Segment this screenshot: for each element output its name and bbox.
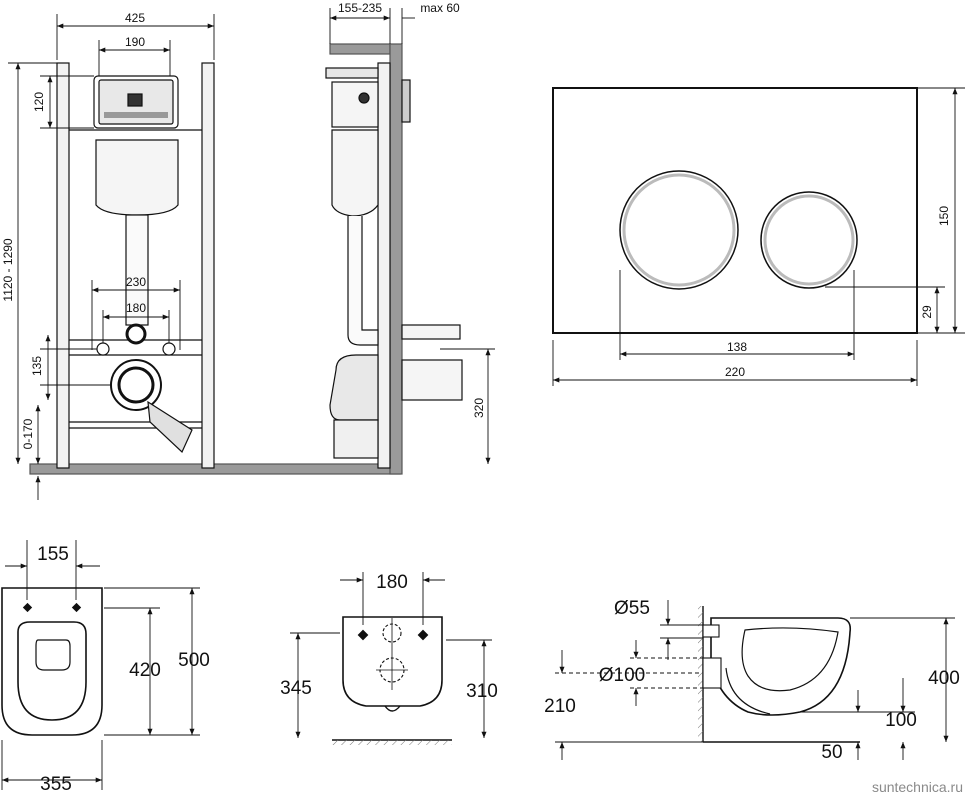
dim-mount-310: 310 [466, 681, 498, 702]
dim-button-offset-29: 29 [920, 305, 934, 319]
side-waste-connector [401, 359, 463, 401]
bowl-side-labels: Ø55 Ø100 210 400 100 50 [544, 598, 960, 763]
flush-button-small [760, 191, 858, 289]
frame-side-labels: 155-235 max 60 320 [338, 1, 486, 418]
bolt-left [96, 342, 110, 356]
frame-front-dimensions [8, 14, 215, 500]
wall [389, 43, 403, 475]
flush-plate-dimensions [552, 87, 965, 386]
dim-bolt-135: 135 [30, 356, 44, 376]
dim-plate-190: 190 [125, 35, 145, 49]
dim-height-1120-1290: 1120 - 1290 [1, 238, 15, 301]
floor [29, 463, 401, 475]
dim-width-425: 425 [125, 11, 145, 25]
dim-height-345: 345 [280, 678, 312, 699]
side-flush-pipe [347, 216, 379, 346]
bowl-back-view [332, 616, 452, 745]
actuator-housing [93, 75, 179, 129]
dim-inlet-55: Ø55 [614, 598, 650, 619]
side-cistern [331, 129, 379, 217]
side-actuator [331, 81, 379, 128]
side-flush-button [401, 79, 411, 123]
dim-wall-max-60: max 60 [420, 1, 460, 15]
waste-elbow [147, 400, 193, 454]
bowl-top-labels: 155 500 420 355 [37, 544, 210, 795]
bowl-top-dimensions [1, 540, 200, 790]
dim-height-400: 400 [928, 668, 960, 689]
bowl-back-outline [342, 616, 443, 707]
frame-left-post [56, 62, 70, 469]
side-connector [401, 324, 461, 340]
bowl-top-view [1, 587, 103, 736]
frame-right-post [201, 62, 215, 469]
dim-mount-420: 420 [129, 660, 161, 681]
outlet-connector [702, 657, 722, 689]
frame-front-view [29, 62, 401, 475]
bowl-side-outline [710, 617, 852, 716]
inlet-connector [702, 624, 720, 638]
cistern [95, 139, 179, 216]
watermark: suntechnica.ru [872, 779, 963, 795]
dim-bolt-180: 180 [126, 301, 146, 315]
dim-mount-155: 155 [37, 544, 69, 565]
bowl-top-outline [1, 587, 103, 736]
dim-mount-180: 180 [376, 572, 408, 593]
dim-outlet-320: 320 [472, 398, 486, 418]
dim-outlet-100: Ø100 [599, 665, 645, 686]
dim-plate-width-220: 220 [725, 365, 745, 379]
dim-pipe-230: 230 [126, 275, 146, 289]
dim-width-355: 355 [40, 774, 72, 795]
bowl-back-dimensions [290, 572, 492, 738]
side-post [377, 62, 391, 469]
dim-button-span-138: 138 [727, 340, 747, 354]
dim-outlet-height-210: 210 [544, 696, 576, 717]
dim-adjust-0-170: 0-170 [21, 418, 35, 449]
frame-side-dimensions [329, 8, 495, 464]
dim-depth-500: 500 [178, 650, 210, 671]
frame-front-labels: 425 190 120 1120 - 1290 230 180 135 0-17… [1, 11, 146, 449]
bowl-side-dimensions [555, 600, 955, 760]
dim-offset-50: 50 [821, 742, 842, 763]
bolt-right [162, 342, 176, 356]
flush-connector [125, 323, 147, 345]
flush-plate-labels: 150 29 138 220 [725, 206, 951, 379]
ceiling-ref [329, 43, 391, 55]
flush-plate-view [552, 87, 918, 334]
dim-offset-100: 100 [885, 710, 917, 731]
flush-button-large [619, 170, 739, 290]
dim-top-120: 120 [32, 92, 46, 112]
bowl-side-view [698, 606, 860, 743]
side-trap [329, 354, 379, 421]
dim-depth-155-235: 155-235 [338, 1, 382, 15]
flush-plate [552, 87, 918, 334]
frame-side-view [325, 43, 463, 475]
dim-plate-height-150: 150 [937, 206, 951, 226]
bowl-back-labels: 180 345 310 [280, 572, 498, 702]
bowl-top-inner [17, 621, 87, 721]
